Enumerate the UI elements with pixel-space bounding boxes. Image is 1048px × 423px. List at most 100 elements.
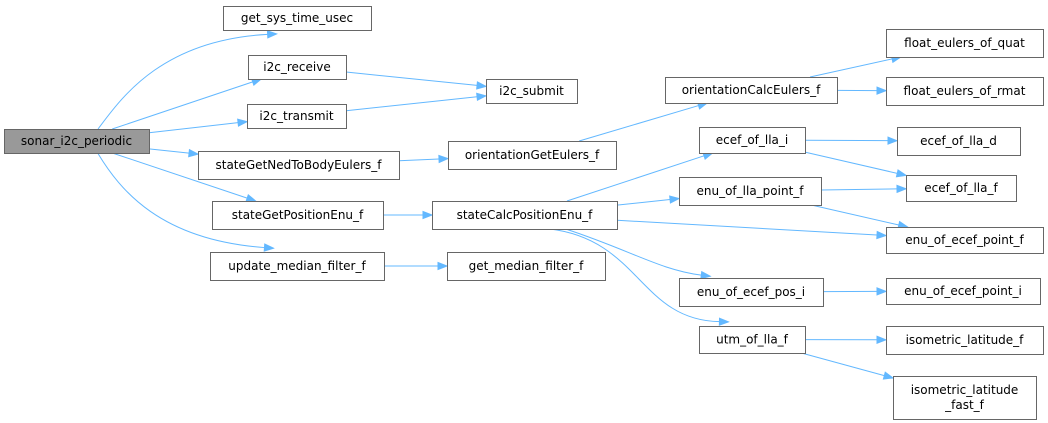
node-ecef_of_lla_i[interactable]: ecef_of_lla_i [699,127,806,154]
node-stateCalcPositionEnu_f[interactable]: stateCalcPositionEnu_f [432,201,618,230]
node-label: isometric_latitude_f [906,333,1025,347]
node-box [4,129,150,154]
arrowhead-i2c_receive-to-i2c_submit [476,81,488,90]
node-i2c_receive[interactable]: i2c_receive [248,55,347,80]
node-label: stateCalcPositionEnu_f [457,208,594,222]
arrowhead-stateCalcPositionEnu_f-to-enu_of_lla_point_f [669,195,681,204]
node-box [223,6,372,31]
node-box [679,177,822,206]
node-enu_of_ecef_point_f[interactable]: enu_of_ecef_point_f [886,227,1044,254]
node-label: enu_of_ecef_pos_i [697,285,805,299]
node-box [893,376,1037,420]
node-utm_of_lla_f[interactable]: utm_of_lla_f [699,326,806,354]
arrowhead-utm_of_lla_f-to-isometric_latitude_f [876,335,888,345]
node-orientationCalcEulers_f[interactable]: orientationCalcEulers_f [665,77,838,104]
arrowhead-stateCalcPositionEnu_f-to-utm_of_lla_f [718,317,730,326]
node-box [210,252,385,281]
node-label: get_sys_time_usec [241,11,353,25]
node-box [886,278,1041,305]
node-label: stateGetNedToBodyEulers_f [215,158,382,172]
arrowhead-stateCalcPositionEnu_f-to-enu_of_ecef_pos_i [700,270,712,280]
node-ecef_of_lla_f[interactable]: ecef_of_lla_f [906,175,1017,202]
arrowhead-sonar_i2c_periodic-to-i2c_transmit [237,118,249,127]
node-label: ecef_of_lla_f [924,181,998,195]
node-isometric_latitude_f[interactable]: isometric_latitude_f [886,326,1044,355]
node-i2c_submit[interactable]: i2c_submit [486,79,578,104]
edge-layer [97,30,909,380]
node-label: sonar_i2c_periodic [21,134,132,148]
node-update_median_filter_f[interactable]: update_median_filter_f [210,252,385,281]
node-get_sys_time_usec[interactable]: get_sys_time_usec [223,6,372,31]
node-label: enu_of_ecef_point_i [904,284,1022,298]
node-enu_of_ecef_point_i[interactable]: enu_of_ecef_point_i [886,278,1041,305]
node-label: _fast_f [944,398,985,412]
node-i2c_transmit[interactable]: i2c_transmit [247,104,347,129]
edge-stateGetNedToBodyEulers_f-to-orientationGetEulers_f [398,158,440,162]
edge-sonar_i2c_periodic-to-update_median_filter_f [97,152,265,249]
node-label: update_median_filter_f [228,259,366,273]
edge-sonar_i2c_periodic-to-stateGetNedToBodyEulers_f [148,148,190,154]
arrowhead-sonar_i2c_periodic-to-stateGetNedToBodyEulers_f [188,148,200,158]
edge-sonar_i2c_periodic-to-i2c_receive [112,81,253,130]
node-box [432,201,618,230]
node-stateGetPositionEnu_f[interactable]: stateGetPositionEnu_f [212,201,384,230]
node-label: utm_of_lla_f [716,333,789,347]
node-box [906,175,1017,202]
node-label: orientationGetEulers_f [465,148,600,162]
arrowhead-update_median_filter_f-to-get_median_filter_f [437,261,449,271]
node-label: float_eulers_of_quat [904,36,1025,50]
node-enu_of_lla_point_f[interactable]: enu_of_lla_point_f [679,177,822,206]
node-label: orientationCalcEulers_f [682,83,821,97]
node-orientationGetEulers_f[interactable]: orientationGetEulers_f [448,141,617,170]
edge-enu_of_lla_point_f-to-enu_of_ecef_point_f [811,204,899,226]
node-box [679,278,824,307]
node-sonar_i2c_periodic[interactable]: sonar_i2c_periodic [4,129,150,154]
arrowhead-stateCalcPositionEnu_f-to-enu_of_ecef_point_f [876,230,888,240]
node-enu_of_ecef_pos_i[interactable]: enu_of_ecef_pos_i [679,278,824,307]
node-box [699,127,806,154]
node-box [486,79,578,104]
node-box [447,252,606,281]
arrowhead-utm_of_lla_f-to-isometric_latitude_fast_f [882,371,895,380]
arrowhead-sonar_i2c_periodic-to-get_sys_time_usec [266,30,278,39]
node-stateGetNedToBodyEulers_f[interactable]: stateGetNedToBodyEulers_f [198,151,400,180]
node-label: ecef_of_lla_i [716,133,789,147]
arrowhead-sonar_i2c_periodic-to-stateGetPositionEnu_f [245,193,257,202]
node-float_eulers_of_rmat[interactable]: float_eulers_of_rmat [886,77,1044,106]
node-box [886,227,1044,254]
node-box [897,127,1021,156]
node-layer: sonar_i2c_periodic get_sys_time_usec i2c_r… [4,6,1044,420]
edge-enu_of_lla_point_f-to-ecef_of_lla_f [820,188,898,191]
node-box [247,104,347,129]
node-box [699,326,806,354]
node-ecef_of_lla_d[interactable]: ecef_of_lla_d [897,127,1021,156]
node-label: ecef_of_lla_d [920,134,997,148]
edge-sonar_i2c_periodic-to-i2c_transmit [148,122,239,134]
arrowhead-stateGetPositionEnu_f-to-stateCalcPositionEnu_f [422,210,434,220]
node-label: enu_of_ecef_point_f [905,233,1024,247]
node-label: stateGetPositionEnu_f [232,208,364,222]
edge-ecef_of_lla_i-to-ecef_of_lla_f [804,151,898,174]
node-label: float_eulers_of_rmat [904,84,1026,98]
edge-stateCalcPositionEnu_f-to-enu_of_ecef_pos_i [565,228,702,276]
node-box [886,326,1044,355]
node-label: isometric_latitude [911,383,1019,397]
node-label: enu_of_lla_point_f [696,184,804,198]
node-get_median_filter_f[interactable]: get_median_filter_f [447,252,606,281]
edge-orientationGetEulers_f-to-orientationCalcEulers_f [579,105,699,142]
arrowhead-ecef_of_lla_i-to-ecef_of_lla_d [887,136,899,145]
edge-stateCalcPositionEnu_f-to-enu_of_ecef_point_f [616,219,878,236]
node-box [198,151,400,180]
node-label: get_median_filter_f [469,259,585,273]
node-box [665,77,838,104]
edge-orientationCalcEulers_f-to-float_eulers_of_quat [809,58,893,78]
arrowhead-i2c_transmit-to-i2c_submit [476,92,488,102]
edge-i2c_transmit-to-i2c_submit [345,96,478,112]
arrowhead-orientationCalcEulers_f-to-float_eulers_of_rmat [876,86,888,95]
arrowhead-enu_of_lla_point_f-to-ecef_of_lla_f [896,184,908,194]
node-float_eulers_of_quat[interactable]: float_eulers_of_quat [886,29,1044,58]
node-box [448,141,617,170]
node-isometric_latitude_fast_f[interactable]: isometric_latitude_fast_f [893,376,1037,420]
node-label: i2c_submit [499,84,564,98]
